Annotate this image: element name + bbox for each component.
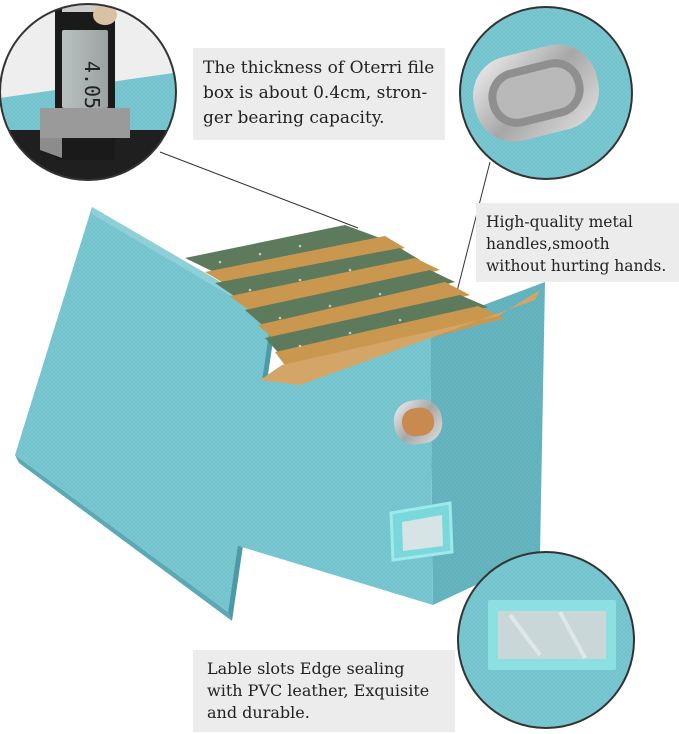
handle-detail-circle [459,6,633,180]
callout-label-line-2: with PVC leather, Exquisite [207,681,430,700]
callout-thickness-line-2: box is about 0.4cm, stron- [203,83,428,103]
callout-handles-line-1: High-quality metal [486,213,633,231]
label-slot [389,501,454,562]
callout-thickness-line-3: ger bearing capacity. [203,108,385,128]
callout-label-line-1: Lable slots Edge sealing [207,659,405,678]
callout-handles-line-2: handles,smooth [486,235,610,253]
callout-thickness-line-1: The thickness of Oterri file [203,58,435,78]
callout-handles: High-quality metal handles,smooth withou… [476,203,679,282]
hanging-folders [185,225,540,385]
metal-handle [393,399,443,445]
callout-thickness: The thickness of Oterri file box is abou… [193,48,445,140]
callout-label-slot: Lable slots Edge sealing with PVC leathe… [193,650,455,732]
callout-label-line-3: and durable. [207,703,310,722]
file-box [235,282,545,605]
caliper-reading: 4.05 [80,61,104,109]
caliper-detail-circle: 4.05 [0,3,177,181]
callout-handles-line-3: without hurting hands. [486,257,667,275]
label-slot-detail-circle [457,551,635,729]
